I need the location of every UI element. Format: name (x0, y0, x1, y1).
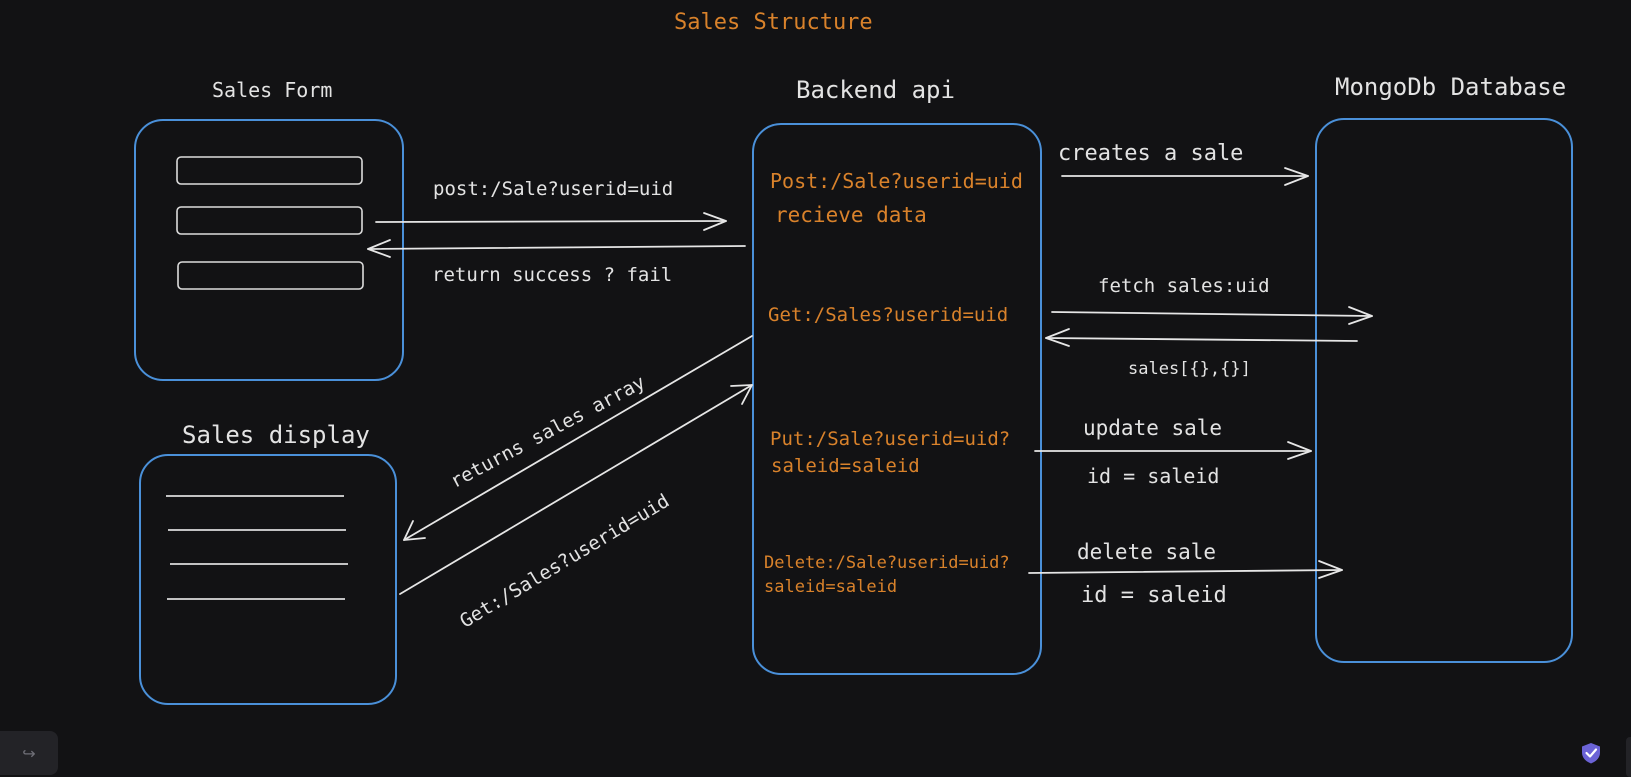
arrow-sales-result (1045, 328, 1358, 347)
edge-panel-handle[interactable] (1626, 737, 1631, 777)
label-update-sale: update sale (1083, 416, 1223, 440)
sales-display-box[interactable] (139, 454, 397, 705)
sales-form-box[interactable] (134, 119, 404, 381)
endpoint-get: Get:/Sales?userid=uid (768, 304, 1009, 326)
database-label: MongoDb Database (1335, 73, 1567, 101)
label-form-post: post:/Sale?userid=uid (433, 178, 674, 200)
arrow-form-return (367, 239, 746, 258)
label-sales-result: sales[{},{}] (1128, 359, 1251, 379)
label-update-id: id = saleid (1087, 464, 1220, 488)
endpoint-post-note: recieve data (775, 203, 927, 227)
label-delete-sale: delete sale (1077, 540, 1217, 564)
diagram-title: Sales Structure (674, 10, 873, 35)
arrow-delete-sale (1028, 560, 1343, 579)
endpoint-delete-line1: Delete:/Sale?userid=uid? (764, 553, 1010, 573)
form-input-3 (177, 261, 364, 290)
endpoint-put-line2: saleid=saleid (771, 455, 920, 477)
sales-display-label: Sales display (182, 421, 370, 449)
arrow-update-sale (1034, 441, 1312, 460)
label-fetch-sales: fetch sales:uid (1098, 275, 1270, 297)
arrow-returns-array (403, 335, 753, 541)
backend-box[interactable] (752, 123, 1042, 675)
form-input-1 (176, 156, 363, 185)
arrow-creates-sale (1061, 167, 1309, 186)
arrow-fetch-sales (1051, 306, 1373, 325)
shield-check-graphic (1582, 743, 1600, 764)
share-button[interactable]: ↪ (0, 731, 58, 775)
endpoint-delete-line2: saleid=saleid (764, 577, 898, 597)
label-form-return: return success ? fail (432, 264, 673, 286)
label-creates-sale: creates a sale (1058, 141, 1244, 166)
arrow-display-get (399, 384, 753, 595)
form-input-2 (176, 206, 363, 235)
endpoint-put-line1: Put:/Sale?userid=uid? (770, 428, 1011, 450)
sales-form-label: Sales Form (212, 78, 333, 102)
label-delete-id: id = saleid (1081, 583, 1227, 608)
endpoint-post: Post:/Sale?userid=uid (770, 169, 1023, 193)
share-icon: ↪ (22, 743, 36, 763)
database-box[interactable] (1315, 118, 1573, 663)
backend-label: Backend api (796, 76, 955, 104)
shield-check-icon[interactable] (1578, 740, 1604, 766)
arrow-form-post (375, 212, 727, 231)
